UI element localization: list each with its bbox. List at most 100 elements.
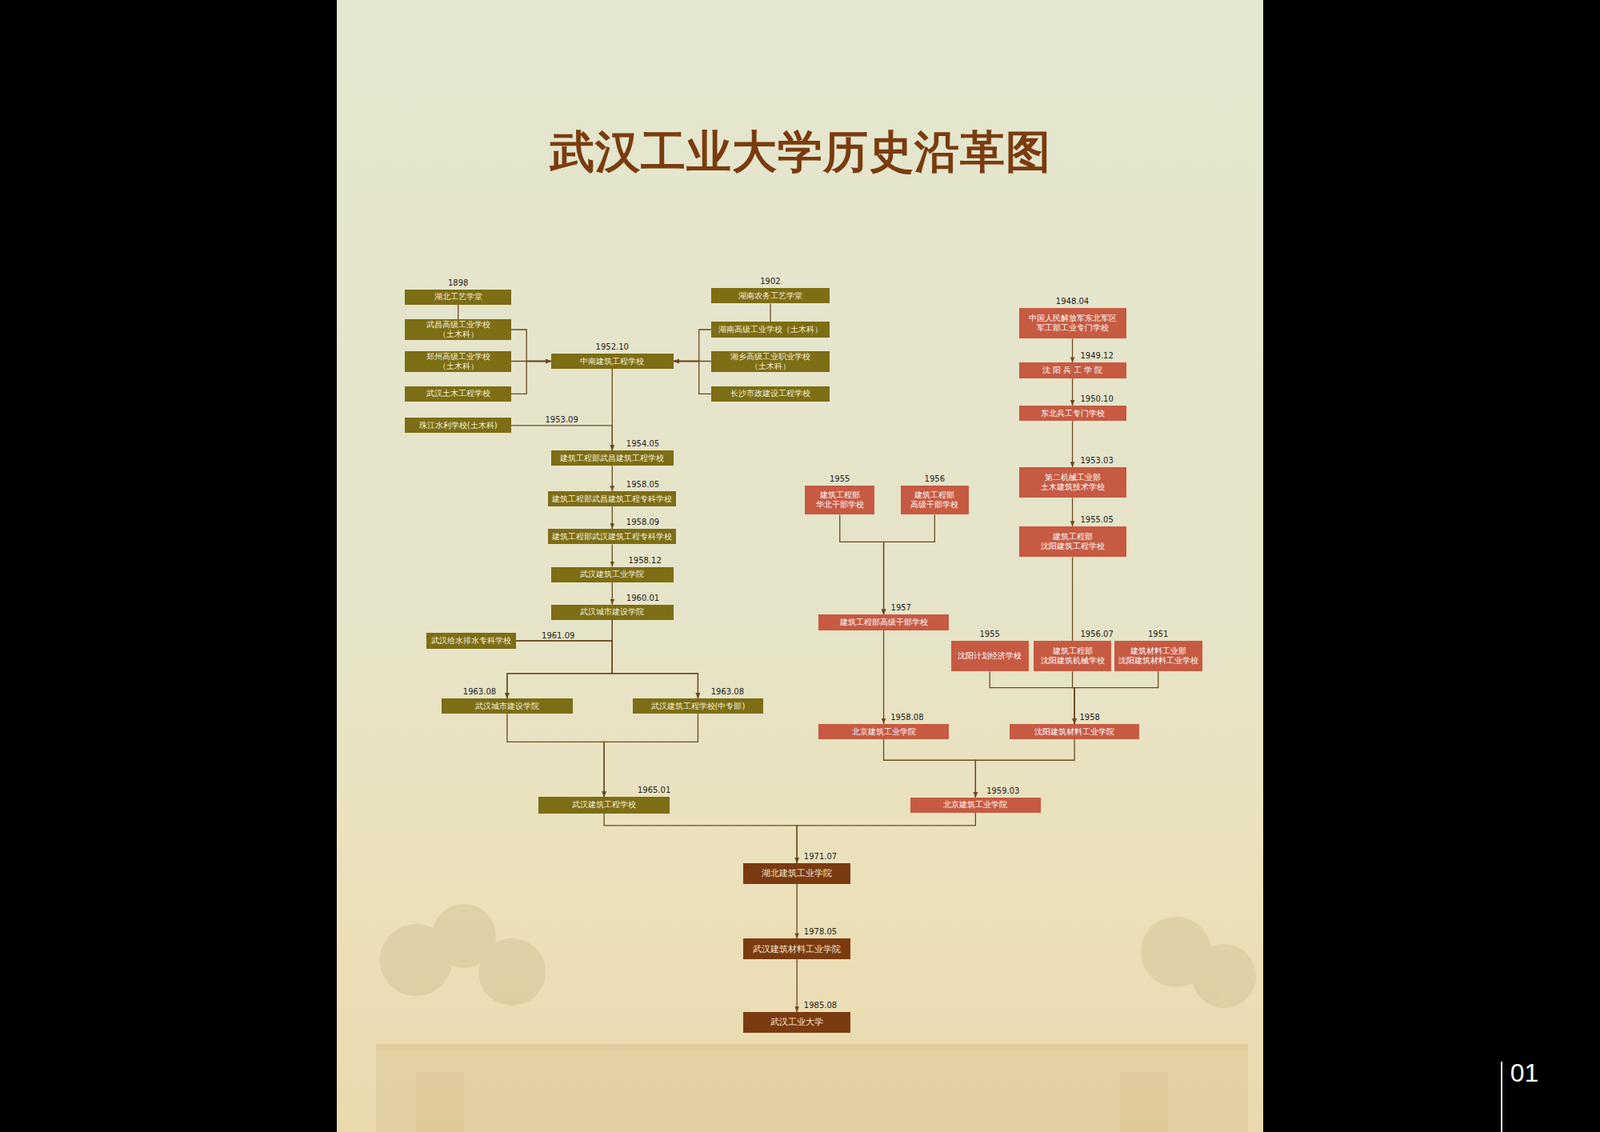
school-name: 建筑工程部 沈阳建筑工程学校	[1022, 532, 1124, 552]
lineage-connector	[1072, 556, 1073, 641]
lineage-connector	[883, 630, 884, 724]
tree-silhouette	[380, 904, 1256, 1008]
school-box: 1957建筑工程部高级干部学校	[818, 614, 949, 630]
school-box: 1948.04中国人民解放军东北军区 军工部工业专门学校	[1019, 308, 1127, 339]
lineage-connector	[612, 582, 613, 605]
lineage-connector	[989, 671, 1075, 724]
school-box: 1959.03北京建筑工业学院	[910, 797, 1041, 813]
year-label: 1958.09	[626, 517, 660, 528]
school-box: 1985.08武汉工业大学	[743, 1012, 851, 1033]
year-label: 1956	[924, 474, 945, 484]
year-label: 1950.10	[1080, 394, 1113, 404]
school-name: 武汉给水排水专科学校	[429, 636, 513, 646]
building-silhouette	[376, 1044, 1248, 1132]
school-name: 武汉建筑材料工业学院	[746, 944, 848, 955]
lineage-connector	[507, 620, 612, 699]
year-label: 1955.05	[1080, 515, 1113, 525]
school-name: 湘乡高级工业职业学校（土木科）	[714, 352, 827, 372]
lineage-connector	[612, 620, 698, 699]
school-name: 武汉建筑工业学院	[554, 569, 671, 580]
lineage-connector	[769, 303, 771, 322]
school-box: 1954.05建筑工程部武昌建筑工程学校	[551, 450, 674, 466]
year-label: 1902	[760, 276, 780, 287]
lineage-connector	[604, 713, 698, 797]
year-label: 1949.12	[1080, 351, 1113, 361]
lineage-connector	[1072, 420, 1073, 468]
school-name: 武汉建筑工程学校	[541, 800, 666, 810]
school-name: 建筑工程部 高级干部学校	[904, 490, 966, 510]
school-name: 武汉城市建设学院	[444, 701, 569, 712]
school-name: 珠江水利学校(土木科)	[408, 420, 508, 431]
school-box: 1955沈阳计划经济学校	[951, 640, 1029, 672]
school-name: 武汉工业大学	[746, 1016, 848, 1028]
year-label: 1958.08	[890, 712, 924, 723]
lineage-connector	[884, 514, 936, 615]
school-name: 中南建筑工程学校	[554, 356, 671, 367]
school-box: 1953.03第二机械工业部 土木建筑技术学校	[1019, 467, 1127, 498]
year-label: 1898	[448, 278, 468, 288]
school-box: 1963.08武汉城市建设学院	[441, 698, 572, 714]
school-box: 1971.07湖北建筑工业学院	[743, 863, 851, 884]
lineage-connector	[1072, 378, 1073, 406]
year-label: 1978.05	[804, 927, 837, 937]
school-name: 建筑材料工业部 沈阳建筑材料工业学校	[1117, 646, 1200, 666]
year-label: 1953.09	[544, 415, 578, 424]
school-box: 武汉给水排水专科学校	[426, 632, 516, 648]
year-label: 1960.01	[626, 593, 660, 604]
school-box: 湘乡高级工业职业学校（土木科）	[711, 351, 830, 372]
school-box: 1958.09建筑工程部武汉建筑工程专科学校	[548, 528, 676, 544]
lineage-connector	[507, 713, 604, 797]
school-name: 沈阳建筑材料工业学院	[1012, 727, 1136, 737]
school-box: 1955建筑工程部 华北干部学校	[804, 485, 875, 516]
year-label: 1951	[1148, 629, 1168, 640]
school-box: 1956.07建筑工程部 沈阳建筑机械学校	[1033, 640, 1112, 672]
school-box: 1978.05武汉建筑材料工业学院	[743, 938, 851, 960]
school-name: 长沙市政建设工程学校	[714, 388, 827, 399]
lineage-connector	[612, 465, 613, 492]
year-label: 1965.01	[637, 785, 671, 796]
school-name: 第二机械工业部 土木建筑技术学校	[1022, 472, 1124, 492]
school-box: 1955.05建筑工程部 沈阳建筑工程学校	[1019, 526, 1127, 557]
school-name: 中国人民解放军东北军区 军工部工业专门学校	[1022, 313, 1124, 333]
year-label: 1952.10	[596, 342, 629, 352]
lineage-connector	[511, 361, 552, 395]
school-box: 1956建筑工程部 高级干部学校	[900, 485, 969, 516]
lineage-connector	[1072, 497, 1073, 527]
lineage-connector	[516, 640, 698, 699]
lineage-connector	[1072, 338, 1073, 363]
school-box: 郑州高级工业学校（土木科）	[404, 351, 512, 372]
year-label: 1961.09	[541, 631, 575, 640]
school-box: 1952.10中南建筑工程学校	[551, 353, 674, 369]
school-box: 湖南高级工业学校（土木科）	[711, 321, 830, 337]
year-label: 1958.05	[626, 480, 660, 490]
lineage-connector	[612, 544, 613, 567]
year-label: 1963.08	[711, 687, 744, 697]
lineage-connector	[673, 329, 712, 362]
school-name: 建筑工程部武昌建筑工程学校	[554, 453, 671, 464]
school-name: 武汉建筑工程学校(中专部)	[636, 701, 760, 712]
school-box: 珠江水利学校(土木科)	[404, 417, 512, 433]
year-label: 1955	[980, 629, 1000, 640]
year-label: 1954.05	[626, 439, 660, 449]
lineage-connector	[840, 514, 884, 615]
school-box: 1963.08武汉建筑工程学校(中专部)	[632, 698, 764, 714]
school-name: 沈 阳 兵 工 学 院	[1022, 365, 1124, 376]
lineage-connector	[511, 329, 552, 362]
school-box: 武汉土木工程学校	[404, 386, 512, 402]
school-box: 1958沈阳建筑材料工业学院	[1009, 724, 1140, 740]
school-name: 建筑工程部武昌建筑工程专科学校	[551, 494, 673, 504]
school-name: 武昌高级工业学校（土木科）	[408, 320, 508, 340]
school-name: 北京建筑工业学院	[913, 800, 1038, 810]
school-name: 沈阳计划经济学校	[954, 651, 1026, 661]
page-number: 01	[1510, 1057, 1540, 1088]
school-box: 武昌高级工业学校（土木科）	[404, 319, 512, 340]
school-name: 湖北工艺学堂	[408, 292, 508, 302]
school-name: 武汉土木工程学校	[408, 388, 508, 399]
year-label: 1958.12	[628, 556, 661, 566]
lineage-connector	[457, 304, 459, 320]
year-label: 1957	[891, 603, 912, 613]
school-name: 湖北建筑工业学院	[746, 868, 848, 879]
school-box: 1949.12沈 阳 兵 工 学 院	[1019, 362, 1127, 378]
school-name: 建筑工程部 沈阳建筑机械学校	[1036, 646, 1108, 666]
